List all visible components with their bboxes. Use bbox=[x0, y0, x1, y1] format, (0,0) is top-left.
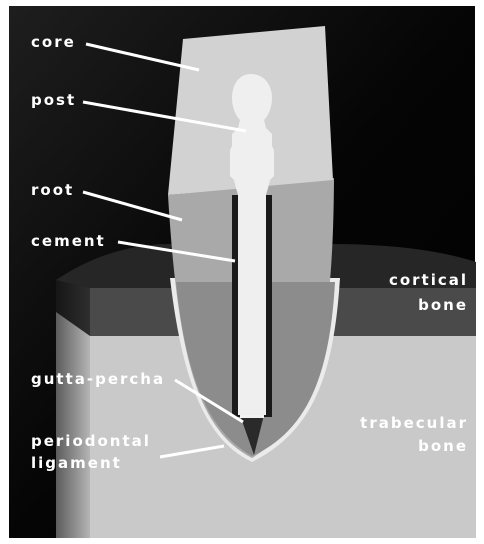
label-periodontal-line1: periodontal bbox=[31, 432, 151, 451]
label-cortical-bone: cortical bone bbox=[389, 271, 468, 315]
label-trabecular-line1: trabecular bbox=[360, 414, 468, 433]
label-trabecular-bone: trabecular bone bbox=[360, 414, 468, 456]
label-root: root bbox=[31, 181, 74, 200]
label-cement: cement bbox=[31, 232, 106, 251]
label-periodontal-line2: ligament bbox=[31, 454, 151, 473]
label-cortical-line1: cortical bbox=[389, 271, 468, 290]
label-cortical-line2: bone bbox=[389, 296, 468, 315]
label-core: core bbox=[31, 33, 76, 52]
label-trabecular-line2: bone bbox=[360, 437, 468, 456]
label-gutta-percha: gutta-percha bbox=[31, 370, 165, 389]
label-periodontal-ligament: periodontal ligament bbox=[31, 432, 151, 473]
label-post: post bbox=[31, 91, 76, 110]
